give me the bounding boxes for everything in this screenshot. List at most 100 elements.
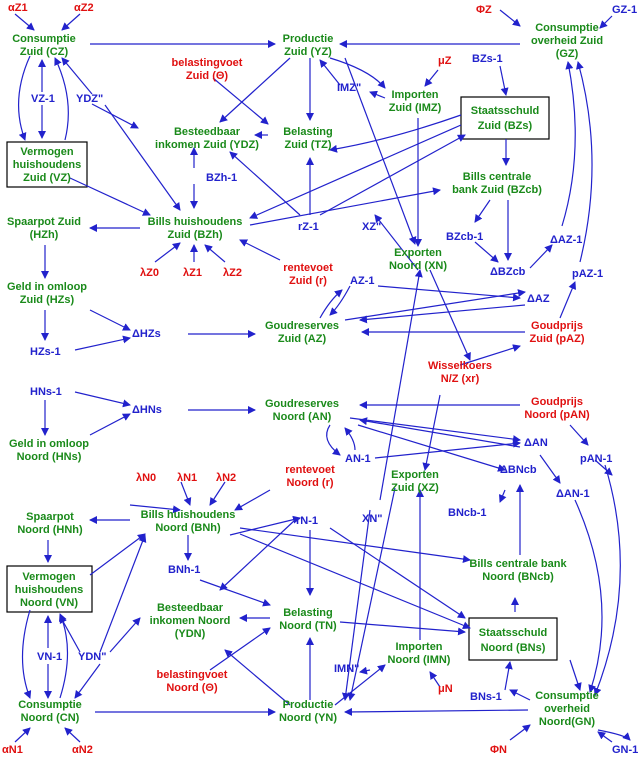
node-delta-an-1: ΔAN-1 — [556, 488, 590, 500]
node-az-1: AZ-1 — [350, 275, 374, 287]
node-bnh-1: BNh-1 — [168, 564, 200, 576]
node-goudreserves-zuid: Goudreserves — [265, 320, 339, 332]
node-importen-zuid: Importen — [391, 89, 438, 101]
node-spaarpot-noord: Spaarpot — [26, 511, 74, 523]
node-imn-pp: IMN" — [334, 663, 359, 675]
node-geld-omloop-zuid: Geld in omloop — [7, 281, 87, 293]
node-consumptie-noord: Consumptie — [18, 699, 82, 711]
node-alpha-z1: αZ1 — [8, 2, 28, 14]
node-bills-cb-zuid-2: bank Zuid (BZcb) — [452, 184, 542, 196]
node-wisselkoers-2: N/Z (xr) — [441, 373, 480, 385]
node-staatsschuld-noord: Staatsschuld — [479, 627, 547, 639]
node-paz-1: pAZ-1 — [572, 268, 603, 280]
node-goudreserves-noord: Goudreserves — [265, 398, 339, 410]
node-vermogen-zuid: Vermogen — [20, 146, 73, 158]
node-productie-zuid: Productie — [283, 33, 334, 45]
node-besteedbaar-zuid: Besteedbaar — [174, 126, 241, 138]
node-bncb-1: BNcb-1 — [448, 507, 487, 519]
node-vz-1: VZ-1 — [31, 93, 55, 105]
node-rentevoet-noord: rentevoet — [285, 464, 335, 476]
node-ydz-pp: YDZ" — [76, 93, 103, 105]
node-belastingvoet-zuid-2: Zuid (Θ) — [186, 70, 228, 82]
node-geld-omloop-zuid-2: Zuid (HZs) — [20, 294, 75, 306]
node-delta-bzcb: ΔBZcb — [490, 266, 526, 278]
node-goudreserves-zuid-2: Zuid (AZ) — [278, 333, 327, 345]
node-delta-az-1: ΔAZ-1 — [550, 234, 582, 246]
node-bills-cb-noord: Bills centrale bank — [469, 558, 567, 570]
node-belasting-zuid-2: Zuid (TZ) — [284, 139, 331, 151]
node-phi-z: ΦZ — [476, 4, 492, 16]
node-bills-huishoudens-zuid: Bills huishoudens — [148, 216, 243, 228]
node-goudprijs-noord-2: Noord (pAN) — [524, 409, 590, 421]
node-lambda-n1: λN1 — [177, 472, 197, 484]
node-alpha-n1: αN1 — [2, 744, 23, 756]
node-consumptie-overheid-noord-3: Noord(GN) — [539, 716, 596, 728]
node-lambda-n0: λN0 — [136, 472, 156, 484]
node-rentevoet-zuid-2: Zuid (r) — [289, 275, 327, 287]
node-xn-pp: XN" — [362, 513, 383, 525]
node-besteedbaar-zuid-2: inkomen Zuid (YDZ) — [155, 139, 259, 151]
node-bns-1: BNs-1 — [470, 691, 502, 703]
node-xz-pp: XZ" — [362, 221, 381, 233]
node-imz-pp: IMZ" — [337, 82, 361, 94]
node-importen-noord-2: Noord (IMN) — [388, 654, 451, 666]
node-rentevoet-zuid: rentevoet — [283, 262, 333, 274]
node-bills-huishoudens-noord-2: Noord (BNh) — [155, 522, 221, 534]
node-belastingvoet-zuid: belastingvoet — [172, 57, 243, 69]
node-consumptie-overheid-zuid: Consumptie — [535, 22, 599, 34]
node-an-1: AN-1 — [345, 453, 371, 465]
node-mu-n: μN — [438, 683, 453, 695]
node-mu-z: μZ — [438, 55, 452, 67]
node-delta-hzs: ΔHZs — [132, 328, 161, 340]
node-consumptie-overheid-noord-2: overheid — [544, 703, 590, 715]
node-rn-1: rN-1 — [296, 515, 318, 527]
node-goudprijs-zuid: Goudprijs — [531, 320, 583, 332]
node-productie-noord-2: Noord (YN) — [279, 712, 337, 724]
node-vn-1: VN-1 — [37, 651, 62, 663]
node-importen-noord: Importen — [395, 641, 442, 653]
node-bzcb-1: BZcb-1 — [446, 231, 483, 243]
node-delta-an: ΔAN — [524, 437, 548, 449]
node-staatsschuld-zuid-2: Zuid (BZs) — [478, 120, 533, 132]
node-geld-omloop-noord: Geld in omloop — [9, 438, 89, 450]
node-gz-1: GZ-1 — [612, 4, 637, 16]
node-bzs-1: BZs-1 — [472, 53, 503, 65]
node-goudprijs-zuid-2: Zuid (pAZ) — [530, 333, 585, 345]
node-lambda-z1: λZ1 — [183, 267, 202, 279]
node-rz-1: rZ-1 — [298, 221, 319, 233]
node-ydn-pp: YDN" — [78, 651, 106, 663]
node-consumptie-zuid: Consumptie — [12, 33, 76, 45]
node-vermogen-noord-2: huishoudens — [15, 584, 83, 596]
node-consumptie-overheid-zuid-3: (GZ) — [556, 48, 579, 60]
node-spaarpot-zuid-2: (HZh) — [30, 229, 59, 241]
node-consumptie-zuid-2: Zuid (CZ) — [20, 46, 69, 58]
node-geld-omloop-noord-2: Noord (HNs) — [17, 451, 82, 463]
node-consumptie-noord-2: Noord (CN) — [21, 712, 80, 724]
node-hzs-1: HZs-1 — [30, 346, 61, 358]
node-staatsschuld-noord-2: Noord (BNs) — [481, 642, 546, 654]
node-belastingvoet-noord: belastingvoet — [157, 669, 228, 681]
node-bills-huishoudens-noord: Bills huishoudens — [141, 509, 236, 521]
node-hns-1: HNs-1 — [30, 386, 62, 398]
node-alpha-z2: αZ2 — [74, 2, 94, 14]
node-gn-1: GN-1 — [612, 744, 638, 756]
node-vermogen-noord-3: Noord (VN) — [20, 597, 78, 609]
node-importen-zuid-2: Zuid (IMZ) — [389, 102, 442, 114]
node-delta-az: ΔAZ — [527, 293, 550, 305]
node-goudreserves-noord-2: Noord (AN) — [273, 411, 332, 423]
vermogen-noord-box — [6, 565, 93, 613]
node-spaarpot-zuid: Spaarpot Zuid — [7, 216, 81, 228]
node-delta-hns: ΔHNs — [132, 404, 162, 416]
node-exporten-zuid-2: Zuid (XZ) — [391, 482, 439, 494]
node-lambda-n2: λN2 — [216, 472, 236, 484]
node-productie-noord: Productie — [283, 699, 334, 711]
node-vermogen-zuid-3: Zuid (VZ) — [23, 172, 71, 184]
node-belasting-noord-2: Noord (TN) — [279, 620, 337, 632]
node-lambda-z2: λZ2 — [223, 267, 242, 279]
node-exporten-zuid: Exporten — [391, 469, 439, 481]
node-vermogen-zuid-2: huishoudens — [13, 159, 81, 171]
node-lambda-z0: λZ0 — [140, 267, 159, 279]
node-exporten-noord: Exporten — [394, 247, 442, 259]
